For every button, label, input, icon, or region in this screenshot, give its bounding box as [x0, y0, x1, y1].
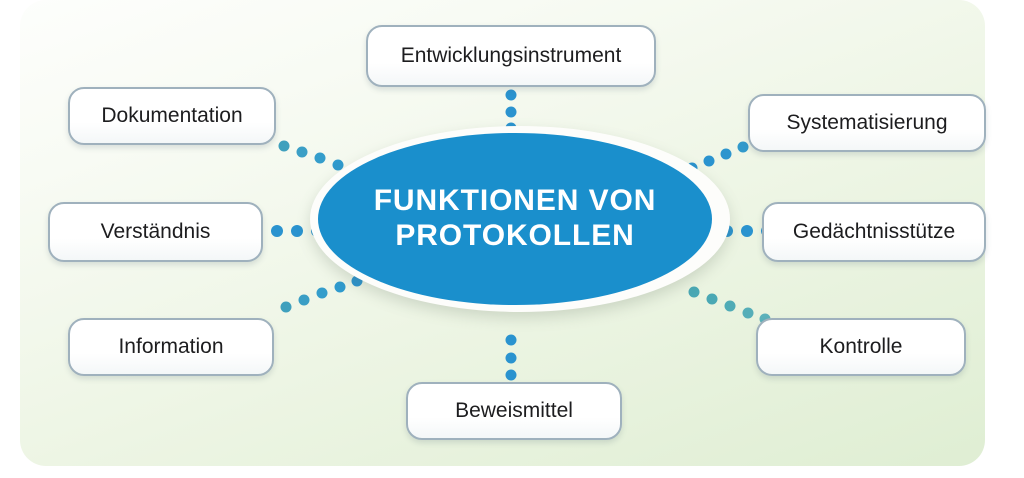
node-systematisierung[interactable]: Systematisierung [748, 94, 986, 152]
node-gedaechtnisstuetze[interactable]: Gedächtnisstütze [762, 202, 986, 262]
node-label: Beweismittel [455, 399, 573, 422]
node-label: Dokumentation [101, 104, 243, 127]
node-verstaendnis[interactable]: Verständnis [48, 202, 263, 262]
center-label: FUNKTIONEN VON PROTOKOLLEN [373, 184, 657, 252]
node-dokumentation[interactable]: Dokumentation [68, 87, 276, 145]
node-entwicklungsinstrument[interactable]: Entwicklungsinstrument [366, 25, 656, 87]
node-label: Verständnis [100, 220, 211, 243]
node-label: Kontrolle [819, 335, 903, 358]
center-ellipse: FUNKTIONEN VON PROTOKOLLEN [318, 133, 712, 305]
node-label: Information [118, 335, 224, 358]
node-label: Entwicklungsinstrument [400, 44, 622, 67]
node-beweismittel[interactable]: Beweismittel [406, 382, 622, 440]
node-information[interactable]: Information [68, 318, 274, 376]
node-label: Systematisierung [786, 111, 948, 134]
node-label: Gedächtnisstütze [792, 220, 956, 243]
node-kontrolle[interactable]: Kontrolle [756, 318, 966, 376]
